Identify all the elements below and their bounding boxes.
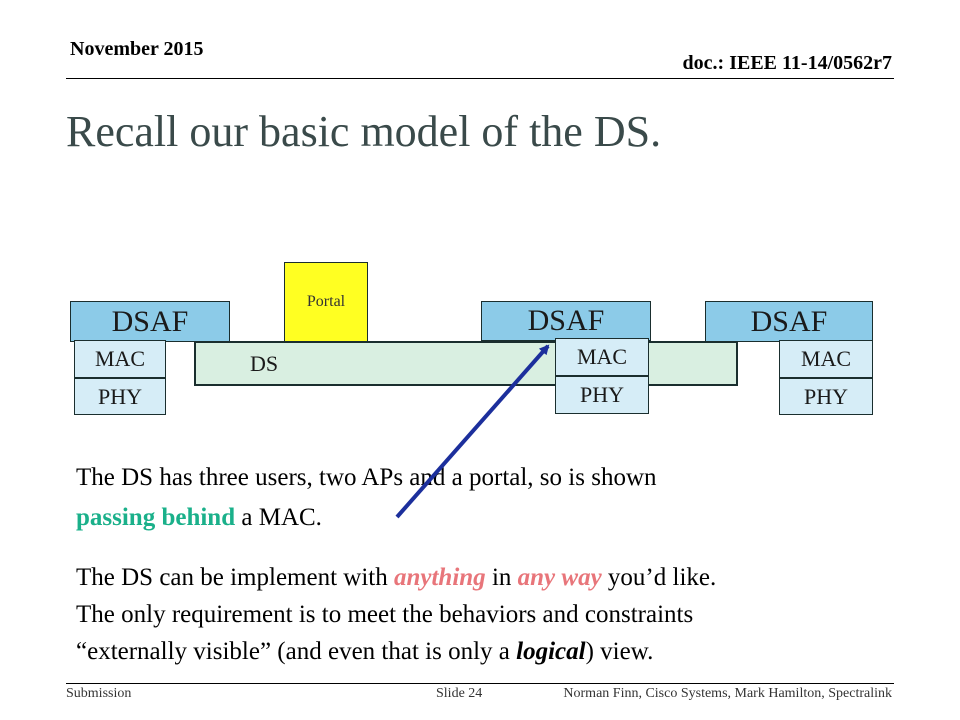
body-line-3-a: The DS can be implement with bbox=[76, 564, 394, 591]
body-line-3: The DS can be implement with anything in… bbox=[76, 562, 716, 594]
dsaf-label: DSAF bbox=[111, 304, 189, 338]
mac-label: MAC bbox=[94, 346, 146, 371]
mac-box-left: MAC bbox=[74, 340, 166, 378]
mac-box-right: MAC bbox=[779, 340, 873, 378]
body-line-5-a: “externally visible” (and even that is o… bbox=[76, 638, 517, 665]
body-line-5: “externally visible” (and even that is o… bbox=[76, 636, 653, 668]
phy-box-right: PHY bbox=[779, 378, 873, 415]
slide-title: Recall our basic model of the DS. bbox=[66, 107, 662, 156]
body-line-2-rest: a MAC. bbox=[235, 504, 322, 531]
portal-box: Portal bbox=[284, 262, 368, 342]
pointer-arrow bbox=[395, 344, 550, 519]
any-way-emphasis: any way bbox=[517, 564, 602, 591]
logical-emphasis: logical bbox=[516, 638, 586, 665]
header-date: November 2015 bbox=[70, 38, 204, 60]
phy-label: PHY bbox=[97, 383, 142, 409]
phy-box-left: PHY bbox=[74, 378, 166, 415]
mac-label: MAC bbox=[800, 346, 852, 371]
body-line-3-b: in bbox=[485, 564, 518, 591]
body-line-4: The only requirement is to meet the beha… bbox=[76, 601, 694, 628]
dsaf-label: DSAF bbox=[527, 304, 605, 337]
dsaf-box-left: DSAF bbox=[70, 301, 230, 342]
body-line-3-c: you’d like. bbox=[601, 564, 717, 591]
body-line-2: passing behind a MAC. bbox=[76, 502, 322, 534]
dsaf-box-middle: DSAF bbox=[481, 301, 651, 341]
dsaf-label: DSAF bbox=[750, 304, 828, 338]
footer-rule bbox=[66, 683, 894, 684]
ds-label: DS bbox=[250, 350, 279, 376]
phy-label: PHY bbox=[803, 383, 848, 409]
footer-authors: Norman Finn, Cisco Systems, Mark Hamilto… bbox=[563, 686, 892, 701]
phy-label: PHY bbox=[579, 382, 624, 407]
phy-box-middle: PHY bbox=[555, 376, 649, 414]
body-line-5-b: ) view. bbox=[585, 638, 654, 665]
mac-box-middle: MAC bbox=[555, 338, 649, 376]
footer-submission: Submission bbox=[66, 686, 132, 701]
header-rule bbox=[66, 78, 894, 79]
mac-label: MAC bbox=[576, 344, 628, 369]
passing-behind-highlight: passing behind bbox=[76, 504, 236, 531]
header-doc-id: doc.: IEEE 11-14/0562r7 bbox=[682, 52, 892, 74]
dsaf-box-right: DSAF bbox=[705, 301, 873, 342]
body-line-1: The DS has three users, two APs and a po… bbox=[76, 464, 657, 491]
anything-emphasis: anything bbox=[393, 564, 486, 591]
portal-label: Portal bbox=[306, 293, 346, 310]
footer-slide-number: Slide 24 bbox=[436, 686, 483, 701]
